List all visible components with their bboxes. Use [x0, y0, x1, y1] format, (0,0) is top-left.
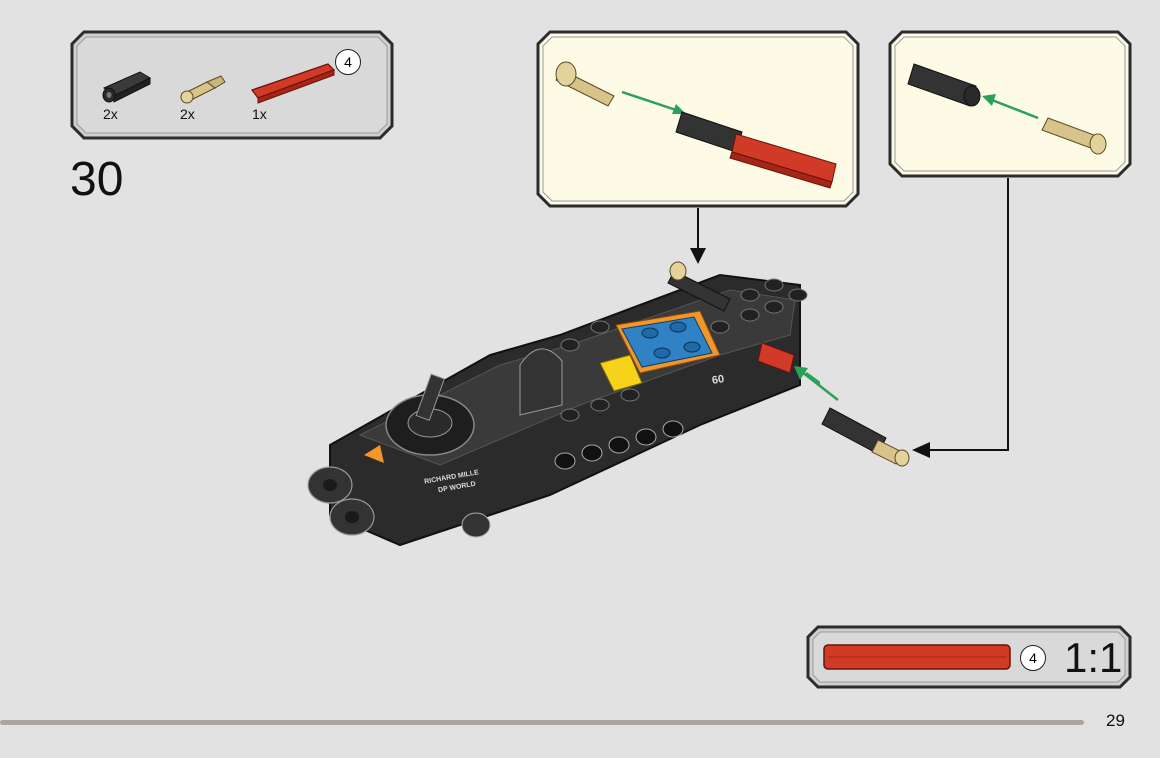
step-number: 30: [70, 153, 124, 206]
part-length-badge: 4: [335, 49, 361, 75]
car-model-illustration: [307, 261, 820, 547]
page-footer-rule: [0, 720, 1084, 725]
black-connector-icon: [102, 71, 152, 103]
part-length-number: 4: [344, 54, 352, 70]
part-qty-2: 2x: [180, 106, 195, 122]
scale-length-number: 4: [1029, 650, 1037, 666]
red-axle-icon: [251, 63, 336, 104]
part-qty-3: 1x: [252, 106, 267, 122]
page-number: 29: [1106, 711, 1125, 730]
loose-connector-pin: [794, 366, 910, 467]
scale-ratio-label: 1:1: [1064, 634, 1123, 681]
scale-length-badge: 4: [1020, 645, 1046, 671]
car-number-label: 60: [711, 373, 726, 387]
tan-pin-icon: [180, 75, 226, 104]
callout-box-1: [536, 30, 860, 208]
callout-box-2: [888, 30, 1132, 178]
parts-list-box: [70, 30, 394, 140]
part-qty-1: 2x: [103, 106, 118, 122]
scale-reference-box: [806, 625, 1132, 689]
